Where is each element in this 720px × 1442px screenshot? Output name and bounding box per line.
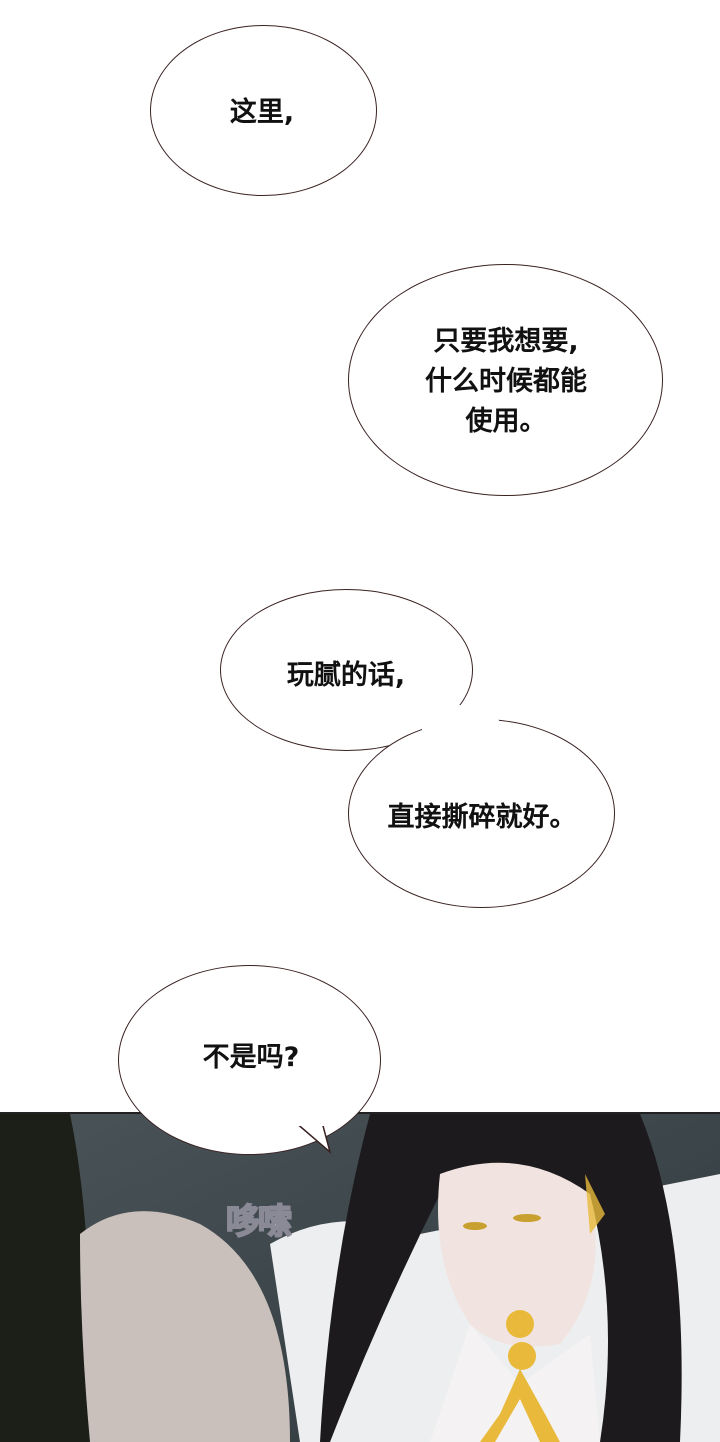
speech-bubble-1 [150, 25, 377, 196]
gold-knot [506, 1310, 534, 1338]
bubble-3a-text: 玩腻的话, [287, 656, 405, 696]
bubble-tail [290, 1120, 340, 1155]
gold-ribbon [480, 1369, 560, 1442]
line: 使用。 [465, 406, 547, 437]
speech-bubble-2 [348, 264, 663, 496]
bubble-1-text: 这里, [230, 93, 294, 133]
bubble-2-text: 只要我想要, 什么时候都能 使用。 [425, 322, 587, 442]
bubble-3b-text: 直接撕碎就好。 [388, 798, 577, 838]
sound-effect: 哆嗦 [225, 1201, 293, 1243]
line: 这里, [229, 97, 295, 128]
line: 不是吗? [202, 1042, 300, 1073]
line: 玩腻的话, [286, 660, 406, 691]
gold-ribbon-neck [585, 1174, 605, 1234]
face [438, 1162, 596, 1347]
silver-haired-character [80, 1211, 290, 1442]
bubble-4-text: 不是吗? [203, 1038, 300, 1078]
bubble-join [422, 705, 502, 755]
eye [463, 1222, 487, 1230]
line: 什么时候都能 [425, 366, 587, 397]
eye [513, 1214, 541, 1222]
panel-artwork [0, 1114, 720, 1442]
comic-panel-illustration [0, 1112, 720, 1442]
tree-trunk [0, 1114, 91, 1442]
line: 直接撕碎就好。 [387, 802, 577, 833]
gold-knot [508, 1342, 536, 1370]
line: 只要我想要, [433, 326, 579, 357]
